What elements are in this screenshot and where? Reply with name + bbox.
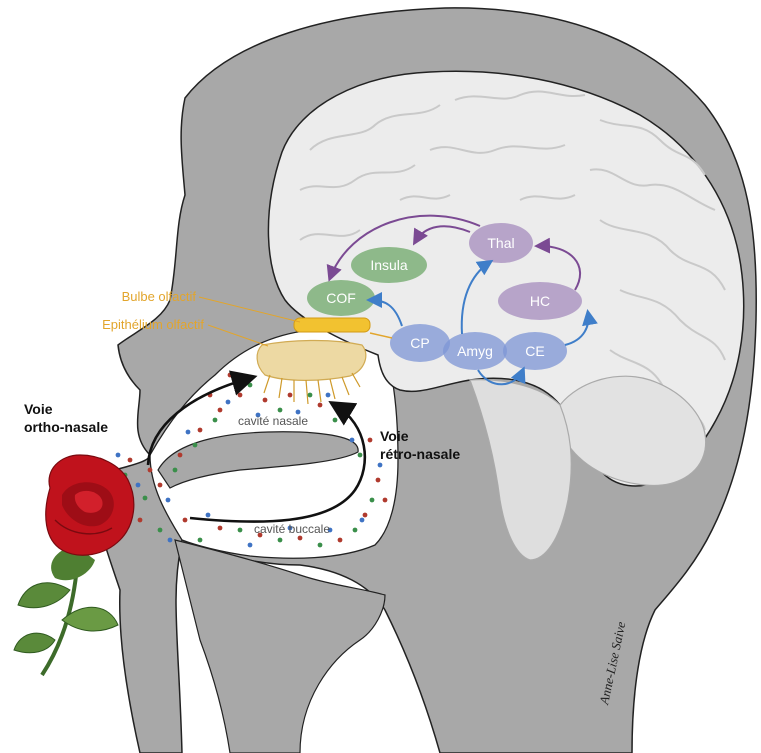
region-cof: COF [307, 280, 375, 316]
region-amyg: Amyg [443, 332, 507, 370]
svg-text:Insula: Insula [370, 257, 408, 273]
label-voie-retro-2: rétro-nasale [380, 446, 460, 462]
region-ce: CE [503, 332, 567, 370]
label-bulbe: Bulbe olfactif [122, 289, 197, 304]
label-voie-ortho-2: ortho-nasale [24, 419, 108, 435]
svg-text:Thal: Thal [487, 235, 514, 251]
svg-text:COF: COF [326, 290, 356, 306]
label-epithelium: Epithélium olfactif [102, 317, 204, 332]
label-voie-ortho-1: Voie [24, 401, 53, 417]
region-hc: HC [498, 282, 582, 320]
label-voie-retro-1: Voie [380, 428, 409, 444]
olfactory-bulb [294, 318, 370, 332]
svg-text:CP: CP [410, 335, 429, 351]
region-cp: CP [390, 324, 450, 362]
svg-text:CE: CE [525, 343, 544, 359]
region-insula: Insula [351, 247, 427, 283]
region-thal: Thal [469, 223, 533, 263]
svg-text:HC: HC [530, 293, 550, 309]
label-cavite-buccale: cavité buccale [254, 522, 330, 536]
label-cavite-nasale: cavité nasale [238, 414, 308, 428]
olfactory-epithelium [257, 340, 366, 380]
svg-text:Amyg: Amyg [457, 343, 493, 359]
